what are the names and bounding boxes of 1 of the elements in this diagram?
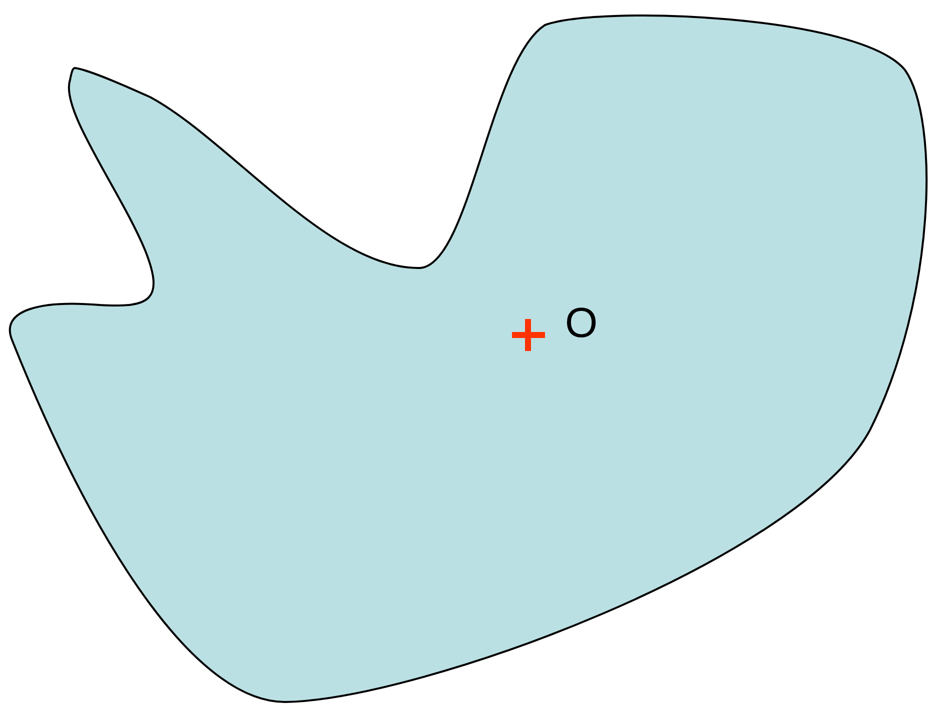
point-label: O [565,302,598,344]
